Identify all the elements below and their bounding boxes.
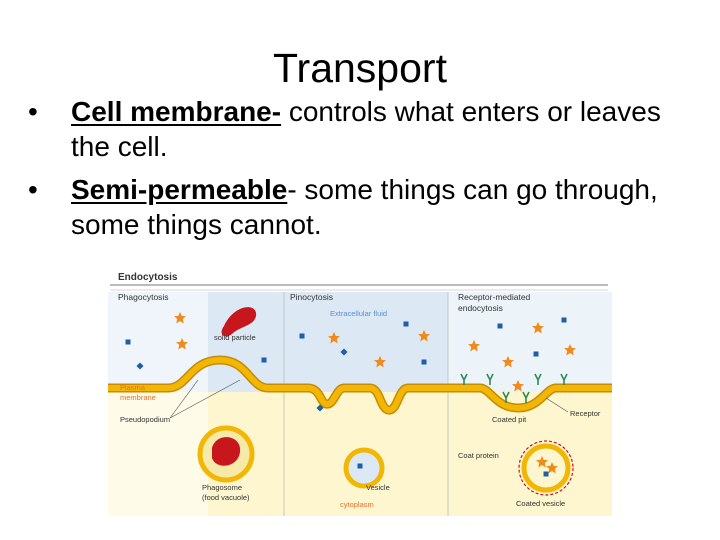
solid-particle xyxy=(221,307,257,337)
label-coated-pit: Coated pit xyxy=(492,415,527,424)
label-extracellular-fluid: Extracellular fluid xyxy=(330,309,387,318)
label-cytoplasm: cytoplasm xyxy=(340,500,374,509)
label-receptor: Receptor xyxy=(570,409,601,418)
label-plasma: Plasma xyxy=(120,383,146,392)
bullet-dot-icon: • xyxy=(28,174,38,205)
panel-title-endocytosis: endocytosis xyxy=(458,303,503,313)
figure-heading: Endocytosis xyxy=(118,272,178,283)
label-solid-particle: solid particle xyxy=(214,333,256,342)
panel-title-phagocytosis: Phagocytosis xyxy=(118,292,169,302)
coated-vesicle xyxy=(521,443,571,493)
bullet-term: Semi-permeable xyxy=(71,174,288,205)
endocytosis-figure: Endocytosis Phagocytosis Pinocytosis Rec… xyxy=(108,272,612,516)
label-phagosome: Phagosome xyxy=(202,483,242,492)
bullet-term: Cell membrane- xyxy=(71,96,282,127)
label-pseudopodium: Pseudopodium xyxy=(120,415,170,424)
label-coated-vesicle: Coated vesicle xyxy=(516,499,565,508)
bullet-semi-permeable: • Semi-permeable- some things can go thr… xyxy=(24,172,704,242)
label-vesicle: Vesicle xyxy=(366,483,390,492)
bullet-dot-icon: • xyxy=(28,96,38,127)
slide-title: Transport xyxy=(273,45,447,91)
bullet-text: - some things can go through, some thing… xyxy=(71,174,658,240)
panel-title-pinocytosis: Pinocytosis xyxy=(290,292,333,302)
bullet-text: controls what enters or leaves the cell. xyxy=(71,96,661,162)
label-food-vacuole: (food vacuole) xyxy=(202,493,250,502)
bullet-cell-membrane: • Cell membrane- controls what enters or… xyxy=(24,94,704,164)
vesicle xyxy=(343,447,385,489)
label-coat-protein: Coat protein xyxy=(458,451,499,460)
label-membrane: membrane xyxy=(120,393,156,402)
bullet-list: • Cell membrane- controls what enters or… xyxy=(24,94,704,250)
panel-title-receptor-mediated: Receptor-mediated xyxy=(458,292,531,302)
